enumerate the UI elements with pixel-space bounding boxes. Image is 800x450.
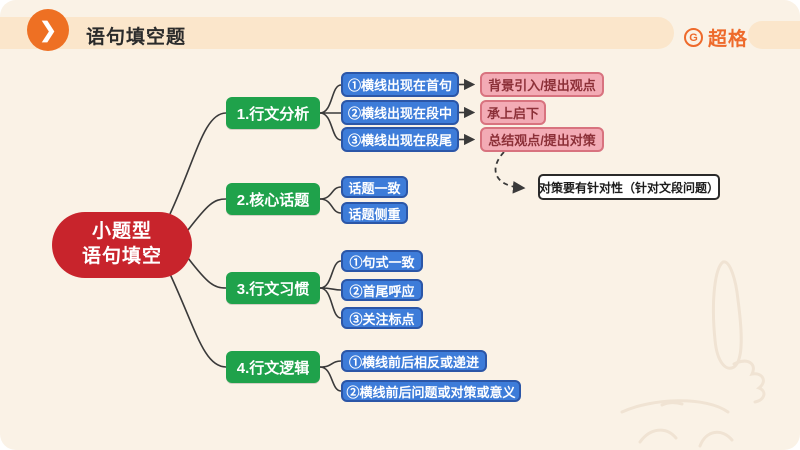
note-box: 对策要有针对性（针对文段问题） [538, 174, 720, 200]
brand-logo: G 超格 [684, 24, 748, 51]
group-2-label: 2.核心话题 [226, 183, 320, 215]
group-1-child-2: ②横线出现在段中 [341, 100, 459, 125]
group-1-child-1: ①横线出现在首句 [341, 72, 459, 97]
group-2-child-2: 话题侧重 [341, 202, 408, 224]
group-1-outcome-2: 承上启下 [480, 100, 546, 125]
group-1-label: 1.行文分析 [226, 97, 320, 129]
header-bar [0, 17, 674, 49]
group-3-child-1: ①句式一致 [341, 250, 423, 272]
group-2-child-1: 话题一致 [341, 176, 408, 198]
group-4-label: 4.行文逻辑 [226, 351, 320, 383]
chevron-icon: ❯ [39, 18, 57, 42]
group-1-outcome-1: 背景引入/提出观点 [480, 72, 604, 97]
root-node: 小题型 语句填空 [52, 212, 192, 278]
root-line1: 小题型 [91, 221, 152, 243]
brand-g-icon: G [684, 28, 703, 47]
group-1-outcome-3: 总结观点/提出对策 [480, 127, 604, 152]
chevron-badge-icon: ❯ [27, 9, 69, 51]
header-bar-right-fragment [748, 21, 800, 49]
page-title: 语句填空题 [86, 27, 187, 48]
root-line2: 语句填空 [81, 246, 162, 267]
group-4-child-1: ①横线前后相反或递进 [341, 350, 487, 372]
group-3-child-3: ③关注标点 [341, 307, 423, 329]
group-3-child-2: ②首尾呼应 [341, 279, 423, 301]
group-4-child-2: ②横线前后问题或对策或意义 [341, 380, 521, 402]
group-3-label: 3.行文习惯 [226, 272, 320, 304]
group-1-child-3: ③横线出现在段尾 [341, 127, 459, 152]
brand-name: 超格 [708, 29, 749, 50]
